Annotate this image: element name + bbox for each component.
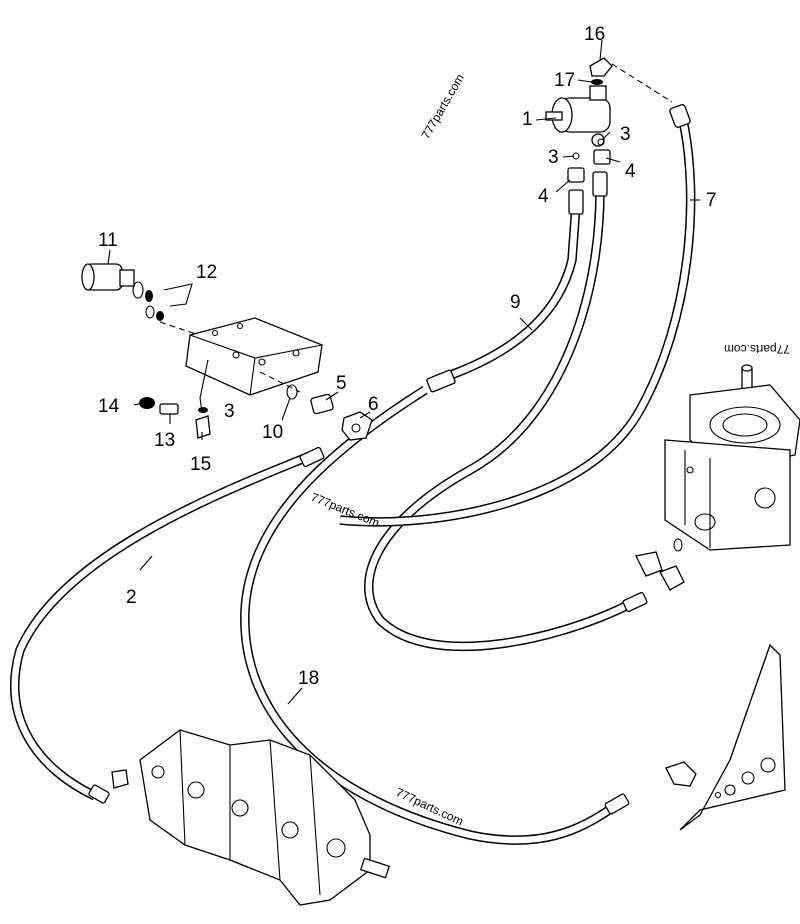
callout-1: 1: [522, 109, 533, 130]
callout-16: 16: [584, 24, 605, 45]
callout-2: 2: [126, 587, 137, 608]
hydraulic-motor: [545, 85, 611, 147]
callout-labels: 1 2 3 3 3 4 4 5 6 7 9 10 11 12 13 14 15 …: [98, 24, 717, 689]
callout-5: 5: [336, 373, 347, 394]
pump-fittings: [635, 538, 685, 591]
callout-3c: 3: [224, 401, 235, 422]
leader-lines: [107, 39, 700, 705]
multi-section-gear-pump: [111, 729, 391, 906]
callout-14: 14: [98, 396, 120, 417]
mounting-bracket: [679, 643, 786, 831]
callout-9: 9: [510, 292, 521, 313]
callout-15: 15: [190, 454, 211, 475]
fittings-4: [567, 138, 611, 183]
callout-18: 18: [298, 668, 319, 689]
callout-10: 10: [262, 422, 283, 443]
hose-ferrules: [88, 104, 691, 815]
hose-9: [446, 204, 581, 381]
callout-12: 12: [196, 262, 217, 283]
watermark-top: 777parts.com: [418, 72, 466, 142]
callout-3b: 3: [620, 124, 631, 145]
callout-3a: 3: [548, 147, 559, 168]
bracket-elbow-fitting: [665, 761, 697, 787]
callout-4b: 4: [625, 161, 636, 182]
callout-17: 17: [554, 70, 575, 91]
hose-2: [10, 453, 307, 801]
fittings-13-14-15: [139, 397, 211, 439]
hose-18: [240, 385, 615, 845]
callout-7: 7: [706, 190, 717, 211]
hydraulic-pump-upper: [664, 364, 800, 551]
tee-fitting-6: [341, 411, 373, 441]
hose-7: [339, 119, 696, 527]
watermark-right: 77parts.com: [724, 342, 790, 356]
assembly-line: [611, 63, 673, 103]
callout-6: 6: [368, 394, 379, 415]
callout-4a: 4: [538, 186, 549, 207]
assembly-line: [159, 321, 197, 335]
elbow-fitting-16: [589, 57, 613, 85]
callout-11: 11: [98, 230, 118, 251]
assembly-line: [259, 371, 301, 393]
cartridge-valve-11: [81, 263, 153, 302]
valve-block: [185, 317, 323, 396]
hose-loop: [364, 189, 635, 652]
callout-13: 13: [154, 430, 175, 451]
seal-kit-12: [145, 283, 193, 321]
